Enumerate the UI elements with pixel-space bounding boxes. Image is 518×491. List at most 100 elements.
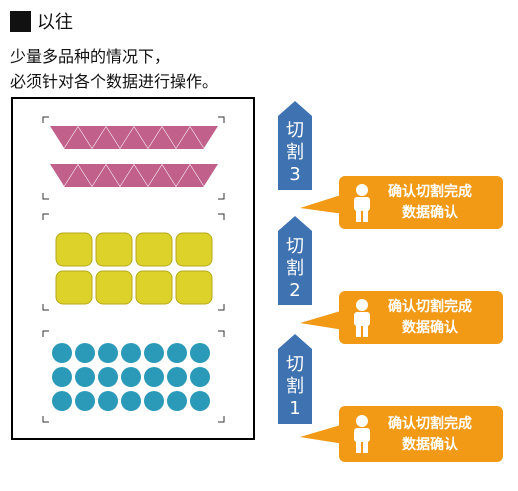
- crop-mark-icon: [218, 213, 225, 220]
- cut-step-arrow-1: [278, 334, 312, 424]
- intro-text: 少量多品种的情况下， 必须针对各个数据进行操作。: [10, 44, 218, 94]
- step-tag-char: 2: [289, 280, 301, 301]
- crop-mark-icon: [42, 304, 49, 311]
- step-tag-char: 割: [286, 142, 304, 163]
- circle-part: [52, 343, 72, 363]
- circle-part: [167, 367, 187, 387]
- square-part: [175, 232, 213, 267]
- circle-part: [121, 391, 141, 411]
- triangle-part: [190, 164, 218, 186]
- step-tag-2: 切 割 2: [277, 236, 313, 302]
- badge-line-1: 确认切割完成: [388, 416, 472, 432]
- triangle-part: [106, 126, 134, 148]
- person-icon: [354, 415, 370, 453]
- square-part: [95, 270, 133, 305]
- triangle-part: [78, 126, 106, 148]
- circle-part: [52, 391, 72, 411]
- step-tag-char: 1: [289, 398, 301, 419]
- callout-pointer-2: [300, 310, 344, 330]
- triangle-part: [64, 127, 92, 149]
- circle-part: [75, 343, 95, 363]
- badge-line-1: 确认切割完成: [388, 299, 472, 315]
- crop-mark-icon: [42, 213, 49, 220]
- section-header: 以往: [10, 10, 73, 33]
- badge-line-2: 数据确认: [402, 320, 458, 336]
- crop-mark-icon: [42, 116, 49, 123]
- triangle-part: [106, 164, 134, 186]
- step-tag-char: 切: [286, 354, 304, 375]
- triangle-part: [120, 165, 148, 187]
- circle-part: [167, 391, 187, 411]
- crop-marks: [42, 116, 225, 423]
- person-icon: [354, 184, 370, 222]
- crop-mark-icon: [218, 330, 225, 337]
- triangle-part: [176, 165, 204, 187]
- triangle-part: [162, 126, 190, 148]
- circle-part: [144, 391, 164, 411]
- black-square-icon: [10, 10, 31, 32]
- circle-part: [144, 367, 164, 387]
- crop-mark-icon: [218, 193, 225, 200]
- triangle-part: [148, 127, 176, 149]
- step-tag-char: 割: [286, 376, 304, 397]
- circle-part: [121, 367, 141, 387]
- circle-parts: [52, 343, 210, 411]
- circle-part: [75, 367, 95, 387]
- triangle-part: [162, 164, 190, 186]
- triangle-part: [176, 127, 204, 149]
- person-icon: [354, 299, 370, 337]
- arrow-shape-1: [278, 334, 312, 424]
- triangle-part: [134, 164, 162, 186]
- triangle-part: [50, 126, 78, 148]
- cut-step-arrow-3: [278, 101, 312, 190]
- step-tag-3: 切 割 3: [277, 120, 313, 186]
- square-part: [175, 270, 213, 305]
- triangle-part: [78, 164, 106, 186]
- badge-line-2: 数据确认: [402, 437, 458, 453]
- triangle-part: [64, 165, 92, 187]
- step-tag-char: 割: [286, 258, 304, 279]
- circle-part: [52, 367, 72, 387]
- confirm-badge-3: 确认切割完成 数据确认: [339, 176, 503, 229]
- square-parts: [55, 232, 213, 305]
- badge-line-2: 数据确认: [402, 205, 458, 221]
- cut-step-arrow-2: [278, 216, 312, 305]
- triangle-parts: [50, 126, 218, 187]
- triangle-part: [190, 126, 218, 148]
- section-title: 以往: [37, 12, 73, 33]
- crop-mark-icon: [42, 193, 49, 200]
- callout-pointer-1: [300, 424, 344, 444]
- crop-mark-icon: [42, 330, 49, 337]
- arrow-shape-2: [278, 216, 312, 305]
- confirm-badge-1: 确认切割完成 数据确认: [339, 406, 503, 462]
- circle-part: [98, 367, 118, 387]
- triangle-part: [134, 126, 162, 148]
- circle-part: [190, 343, 210, 363]
- intro-line-2: 必须针对各个数据进行操作。: [10, 72, 219, 91]
- badge-line-1: 确认切割完成: [388, 184, 472, 200]
- crop-mark-icon: [218, 116, 225, 123]
- step-tag-1: 切 割 1: [277, 354, 313, 420]
- circle-part: [121, 343, 141, 363]
- triangle-part: [50, 164, 78, 186]
- square-part: [95, 232, 133, 267]
- triangle-part: [92, 127, 120, 149]
- circle-part: [75, 391, 95, 411]
- square-part: [135, 270, 173, 305]
- crop-mark-icon: [42, 416, 49, 423]
- intro-line-1: 少量多品种的情况下，: [10, 47, 171, 66]
- confirm-badge-2: 确认切割完成 数据确认: [339, 291, 503, 344]
- step-tag-char: 切: [286, 236, 304, 257]
- circle-part: [167, 343, 187, 363]
- material-sheet: [11, 97, 255, 440]
- step-tag-char: 切: [286, 120, 304, 141]
- triangle-part: [92, 165, 120, 187]
- circle-part: [190, 367, 210, 387]
- crop-mark-icon: [218, 416, 225, 423]
- circle-part: [98, 391, 118, 411]
- triangle-part: [120, 127, 148, 149]
- square-part: [135, 232, 173, 267]
- callout-pointer-3: [300, 194, 344, 214]
- arrow-shape-3: [278, 101, 312, 190]
